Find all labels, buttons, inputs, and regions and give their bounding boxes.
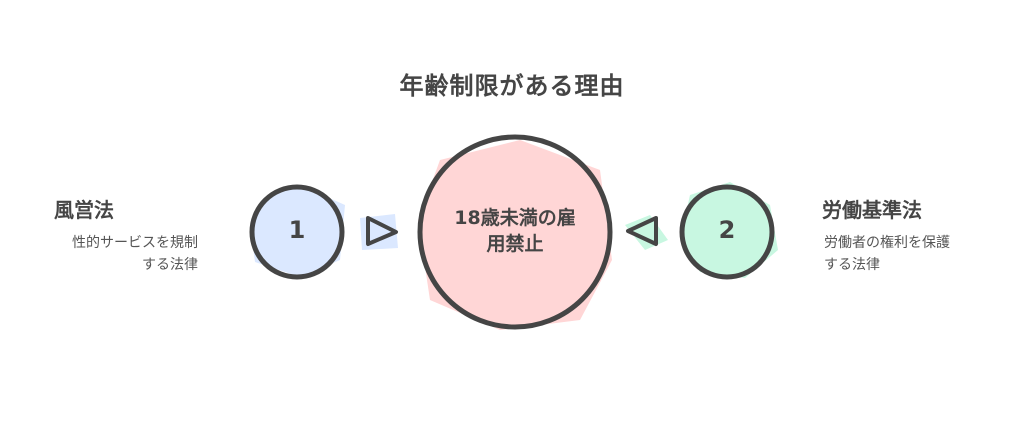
right-heading: 労働基準法 [822, 198, 922, 222]
right-description-line2: する法律 [824, 257, 880, 273]
center-label-line1: 18歳未満の雇 [454, 207, 576, 229]
right-circle [679, 182, 778, 280]
center-label: 18歳未満の雇 用禁止 [430, 205, 600, 257]
diagram-title: 年齢制限がある理由 [399, 72, 625, 100]
center-circle [417, 134, 613, 330]
right-description: 労働者の権利を保護 する法律 [824, 232, 994, 276]
right-description-line1: 労働者の権利を保護 [824, 235, 950, 251]
left-pointing-arrow-icon [625, 215, 668, 250]
left-description-line1: 性的サービスを規制 [72, 235, 198, 251]
step-number-1: 1 [288, 216, 306, 244]
left-description-line2: する法律 [142, 257, 198, 273]
left-circle [249, 184, 345, 280]
left-heading: 風営法 [54, 198, 114, 222]
center-label-line2: 用禁止 [486, 233, 544, 255]
left-description: 性的サービスを規制 する法律 [48, 232, 198, 276]
right-pointing-arrow-icon [360, 214, 398, 250]
step-number-2: 2 [718, 216, 736, 244]
